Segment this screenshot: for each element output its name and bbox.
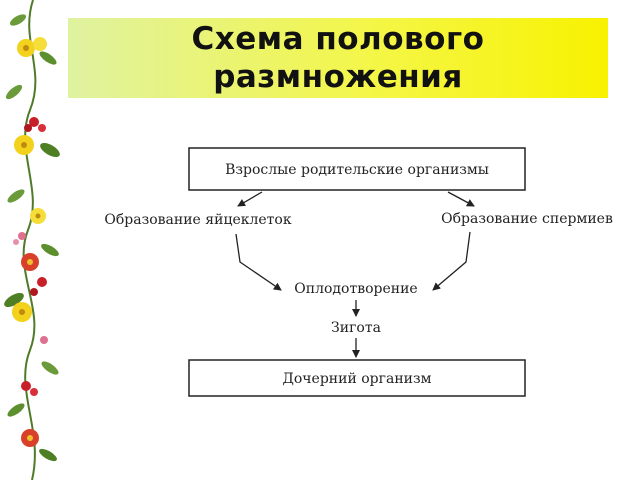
- sperm-formation-label: Образование спермиев: [441, 211, 613, 227]
- page-title-line-1: Схема полового: [191, 21, 485, 57]
- parents-label: Взрослые родительские организмы: [225, 162, 489, 178]
- offspring-box: [188, 359, 526, 397]
- page-title-line-2: размножения: [213, 59, 463, 95]
- title-banner: Схема полового размножения: [68, 18, 608, 98]
- arrow-eggs-to-fertilization: [235, 233, 282, 291]
- arrow-sperm-to-fertilization: [432, 231, 471, 291]
- egg-formation-label: Образование яйцеклеток: [104, 212, 291, 228]
- arrow-parents-to-eggs: [237, 191, 263, 207]
- offspring-label: Дочерний организм: [282, 371, 431, 387]
- parents-box: [188, 147, 526, 191]
- floral-border-icon: [4, 0, 60, 480]
- fertilization-label: Оплодотворение: [294, 281, 417, 297]
- zygote-label: Зигота: [331, 320, 381, 336]
- arrow-parents-to-sperm: [447, 191, 475, 207]
- floral-vine: [4, 0, 60, 480]
